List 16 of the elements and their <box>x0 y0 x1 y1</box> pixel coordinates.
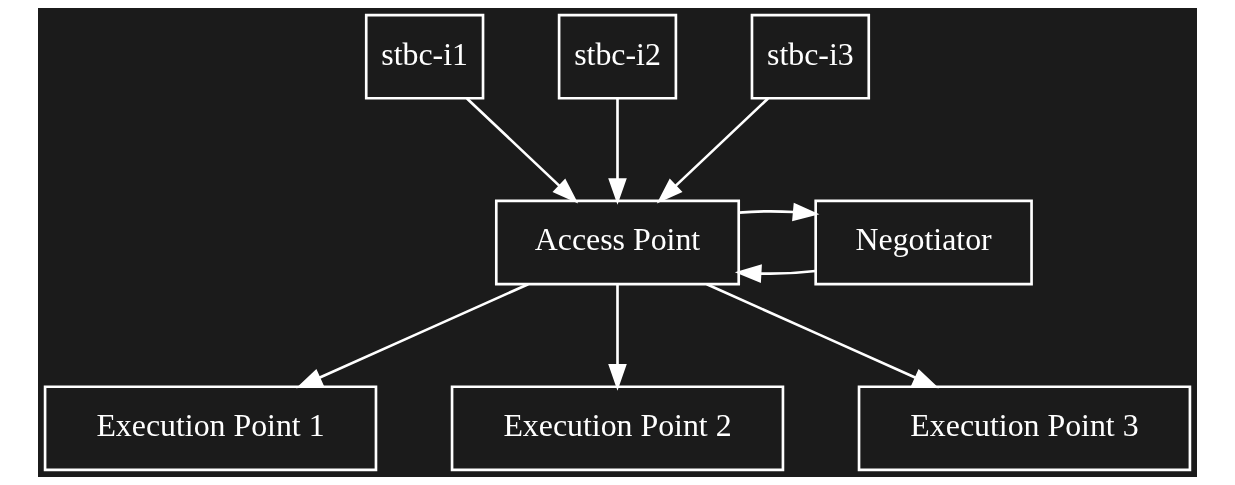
arrow <box>734 264 816 283</box>
node-box: Execution Point 2 <box>450 385 785 472</box>
node-box: Execution Point 3 <box>857 385 1192 472</box>
node-box: Access Point <box>494 199 741 286</box>
arrow <box>295 283 529 389</box>
arrow <box>608 98 627 205</box>
node-box: Execution Point 1 <box>43 385 378 472</box>
node-box: stbc-i1 <box>364 13 485 100</box>
arrow <box>608 284 627 391</box>
node-box: stbc-i3 <box>750 13 871 100</box>
arrow <box>656 97 769 204</box>
node-box: stbc-i2 <box>557 13 678 100</box>
node-box: Negotiator <box>814 199 1033 286</box>
arrow <box>738 202 820 222</box>
arrow <box>706 283 940 389</box>
arrow <box>466 97 579 204</box>
